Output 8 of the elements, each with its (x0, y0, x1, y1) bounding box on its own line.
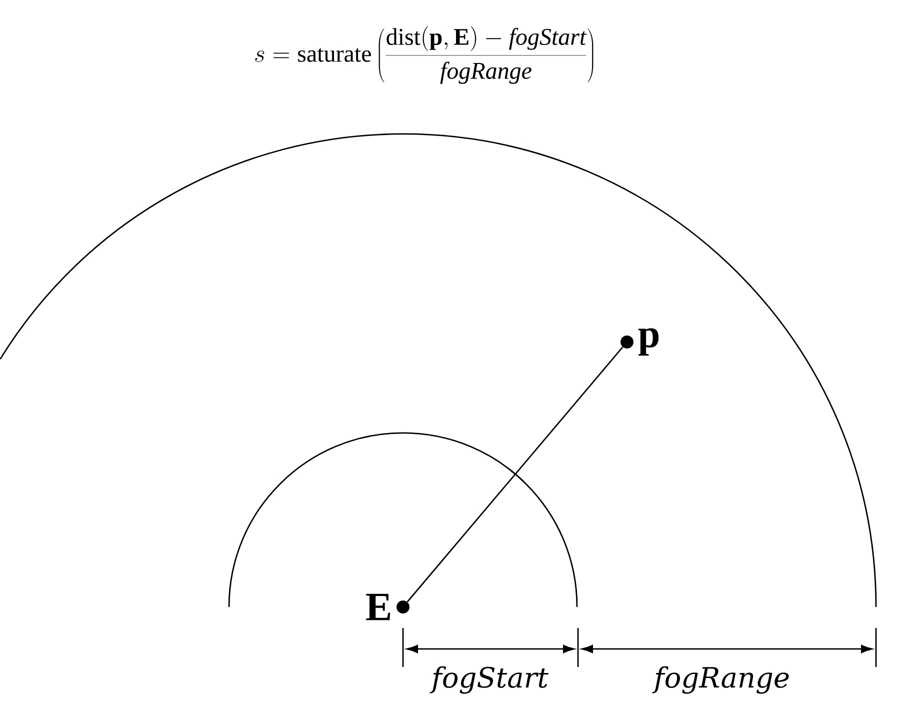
dimension-label: fogRange (652, 666, 789, 694)
line (406, 346, 624, 602)
node-label: p (638, 328, 659, 356)
point: E (366, 594, 410, 620)
node-label: E (366, 594, 390, 620)
dimension-label: fogStart (430, 666, 548, 694)
point: p (620, 328, 659, 356)
formula: $s = \mathrm{saturate}\left(\frac{\mathrm{dist}(\mathbf{p},\mathbf{E}) - \mathit{fogStart}}{\mathit{fogRange}}\right)$ (255, 26, 594, 84)
